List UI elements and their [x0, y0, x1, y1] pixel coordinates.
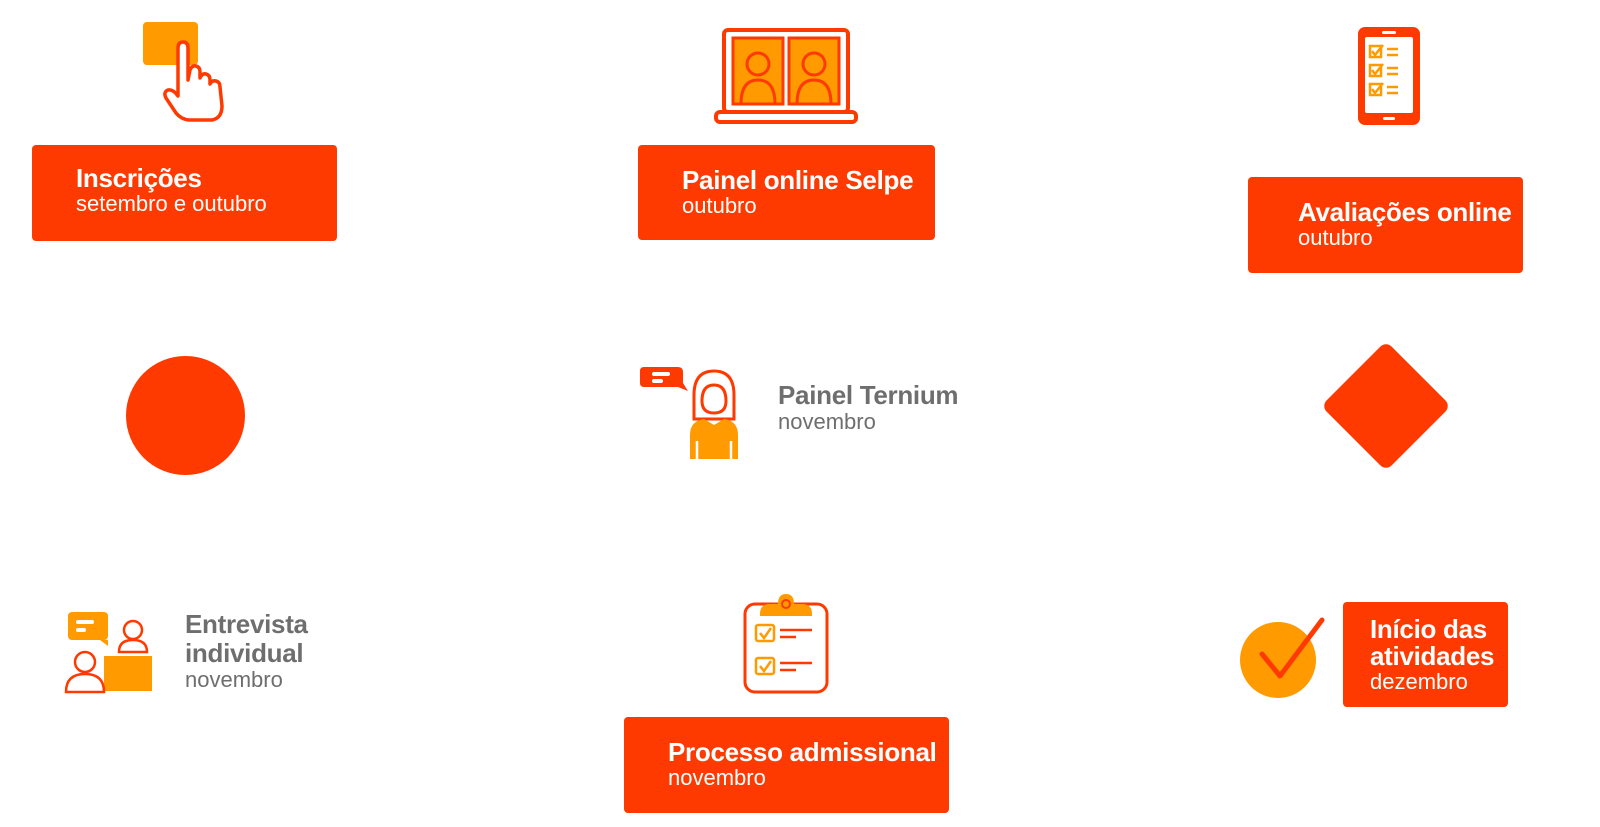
- person-chat-icon: [640, 367, 738, 459]
- step-date: setembro e outubro: [76, 191, 267, 216]
- laptop-video-call-icon: [714, 28, 858, 124]
- step-avaliacoes: Avaliações online outubro: [1248, 177, 1523, 273]
- step-title-line1: Início das: [1370, 614, 1487, 644]
- step-inscricoes: Inscrições setembro e outubro: [32, 145, 337, 241]
- step-title: Inscrições: [76, 163, 202, 193]
- phone-checklist-icon: [1358, 27, 1420, 125]
- tap-hand-icon: [143, 22, 224, 122]
- step-date: novembro: [778, 409, 876, 434]
- interview-chat-icon: [64, 612, 152, 694]
- step-title: Painel Ternium: [778, 380, 959, 410]
- step-title-line2: individual: [185, 638, 304, 668]
- step-title-line1: Entrevista: [185, 609, 308, 639]
- step-admissional: Processo admissional novembro: [624, 717, 949, 813]
- start-circle-marker: [126, 356, 245, 475]
- step-date: novembro: [185, 667, 283, 692]
- checkmark-icon: [1240, 617, 1325, 698]
- step-title-line2: atividades: [1370, 641, 1495, 671]
- step-date: outubro: [1298, 225, 1373, 250]
- step-entrevista: Entrevista individual novembro: [185, 610, 308, 692]
- end-diamond-marker: [1320, 340, 1452, 472]
- step-date: dezembro: [1370, 669, 1468, 694]
- step-painel-selpe: Painel online Selpe outubro: [638, 145, 935, 240]
- step-title: Processo admissional: [668, 737, 937, 767]
- step-title: Avaliações online: [1298, 197, 1512, 227]
- step-date: outubro: [682, 193, 757, 218]
- step-date: novembro: [668, 765, 766, 790]
- clipboard-checklist-icon: [743, 594, 829, 694]
- step-painel-ternium: Painel Ternium novembro: [778, 380, 959, 434]
- step-inicio: Início das atividades dezembro: [1343, 602, 1508, 707]
- step-title: Painel online Selpe: [682, 165, 914, 195]
